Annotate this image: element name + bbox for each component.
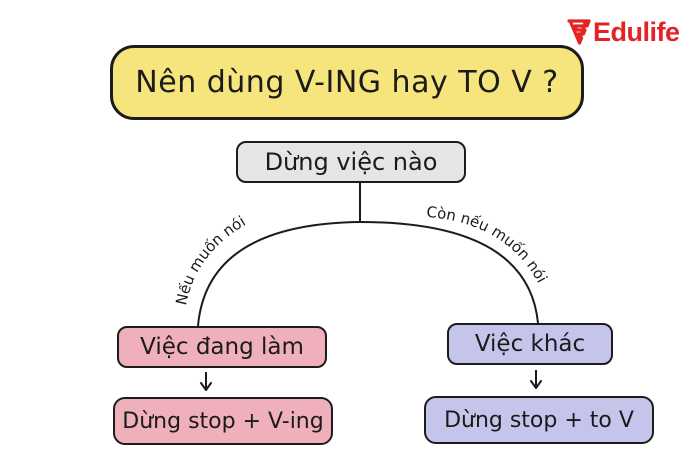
left-option-label: Việc đang làm [140, 334, 304, 360]
right-down-arrow [530, 370, 542, 389]
left-branch-label: Nếu muốn nói [172, 212, 248, 307]
left-result-label: Dừng stop + V-ing [122, 408, 324, 434]
right-branch-label-text: Còn nếu muốn nói [426, 203, 551, 286]
edulife-brand: Edulife [567, 16, 680, 48]
left-branch-label-text: Nếu muốn nói [172, 212, 248, 307]
right-result-box: Dừng stop + to V [424, 396, 654, 444]
right-option-box: Việc khác [447, 323, 613, 365]
right-option-label: Việc khác [474, 331, 586, 357]
right-branch-label: Còn nếu muốn nói [426, 203, 551, 286]
left-down-arrow [200, 372, 212, 391]
edulife-logo-icon [567, 19, 591, 45]
right-result-label: Dừng stop + to V [444, 407, 634, 433]
diagram-title: Nên dùng V-ING hay TO V ? [135, 65, 559, 100]
question-box: Dừng việc nào [236, 141, 466, 183]
question-label: Dừng việc nào [264, 148, 438, 176]
branch-arc [197, 220, 539, 327]
left-result-box: Dừng stop + V-ing [113, 397, 333, 445]
left-option-box: Việc đang làm [117, 326, 327, 368]
brand-name: Edulife [593, 16, 680, 47]
diagram-title-box: Nên dùng V-ING hay TO V ? [110, 45, 584, 120]
